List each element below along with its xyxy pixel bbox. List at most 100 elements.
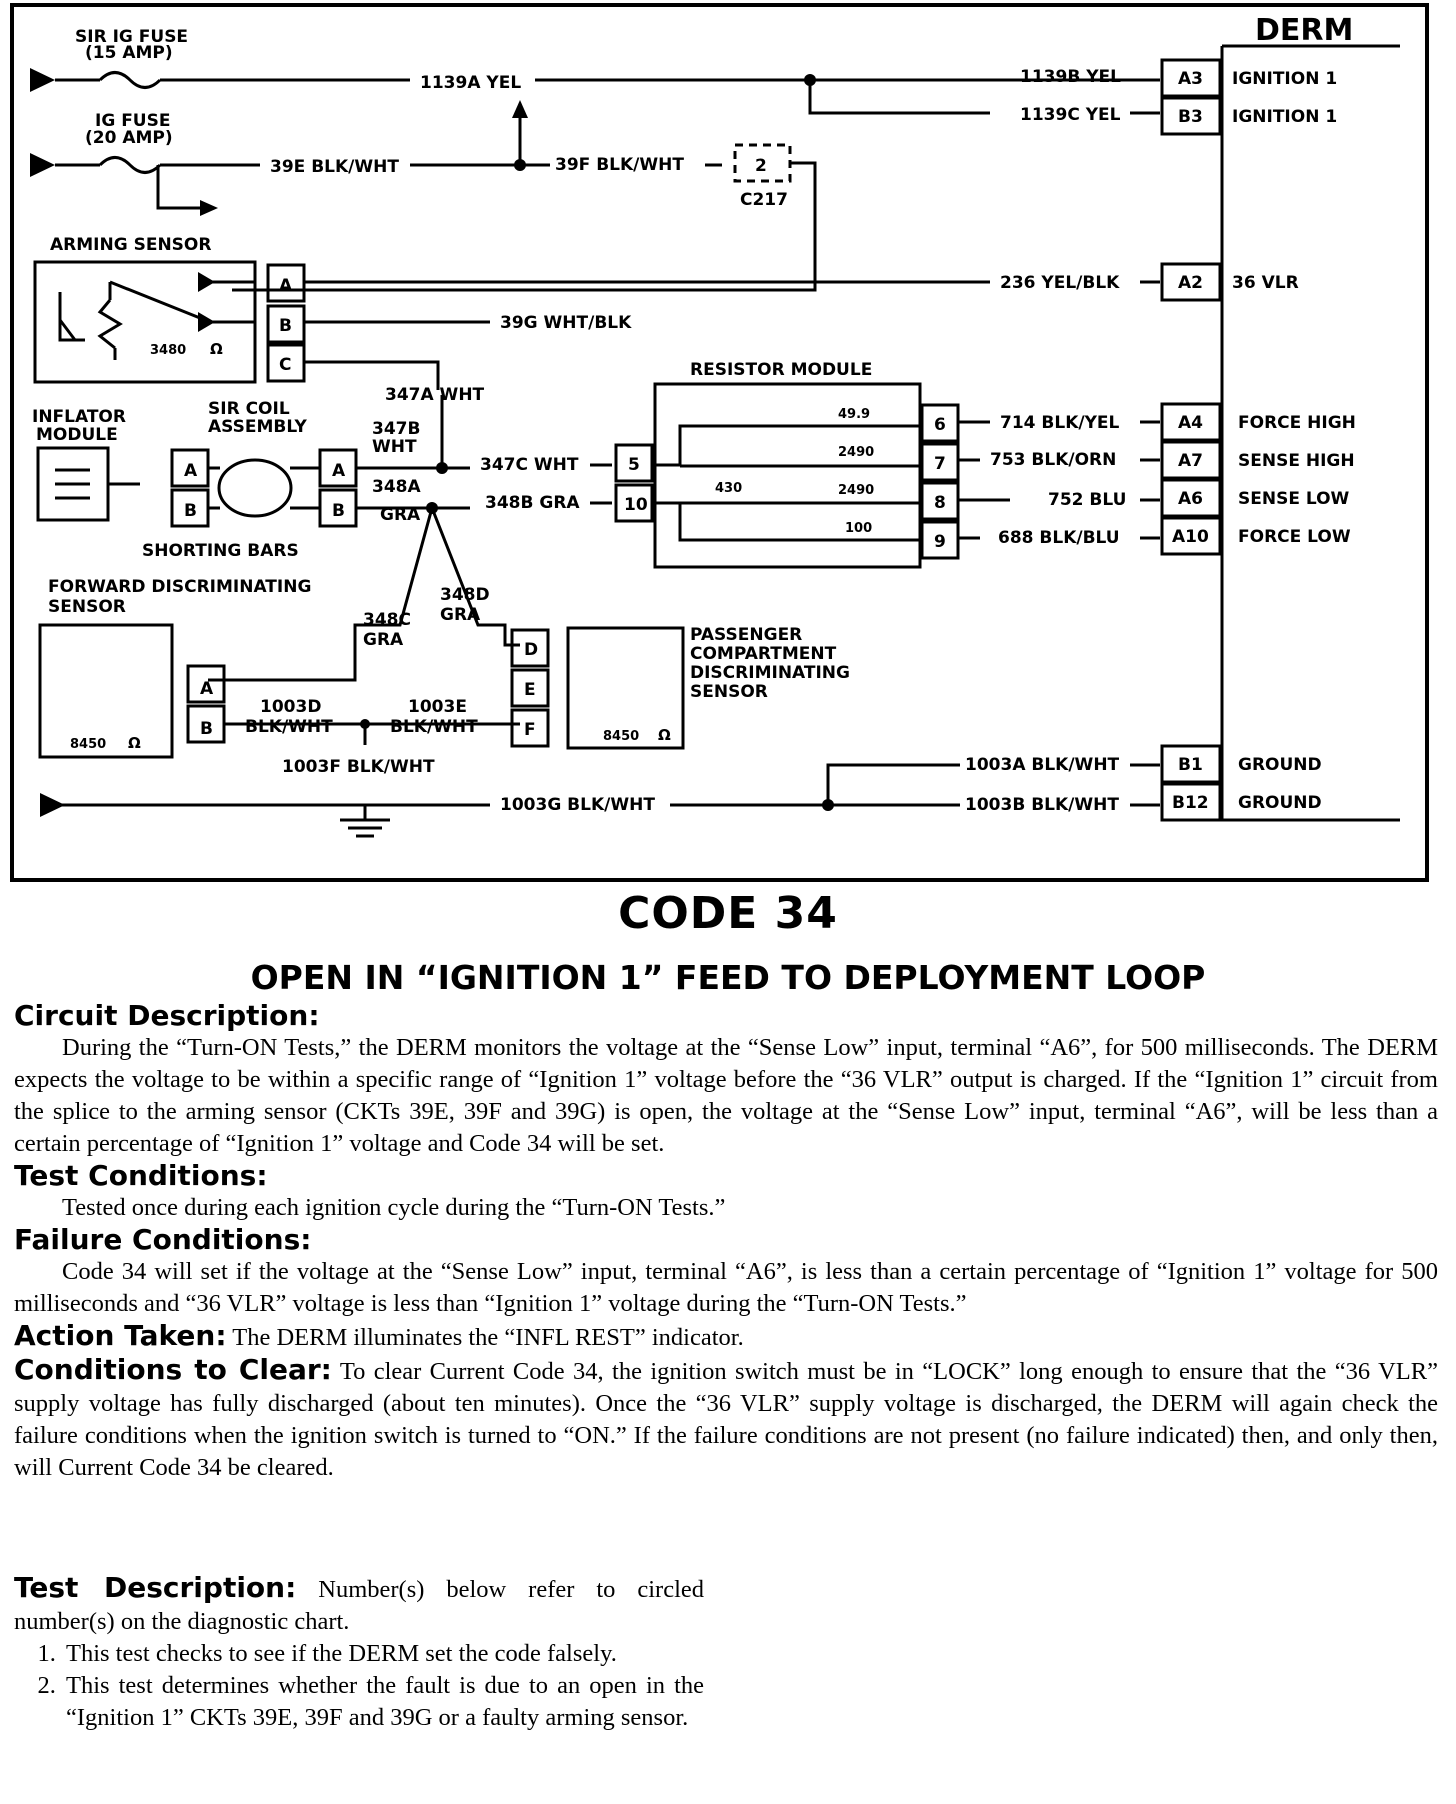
svg-text:SENSE LOW: SENSE LOW bbox=[1238, 489, 1350, 509]
svg-text:B: B bbox=[200, 719, 213, 739]
svg-text:A6: A6 bbox=[1178, 489, 1203, 509]
svg-text:FORWARD DISCRIMINATING: FORWARD DISCRIMINATING bbox=[48, 577, 311, 597]
power-arrow-1 bbox=[30, 68, 55, 92]
test-description-heading: Test Description: bbox=[14, 1571, 297, 1604]
circuit-description-text: During the “Turn-ON Tests,” the DERM mon… bbox=[14, 1034, 1438, 1157]
svg-text:SIR IG FUSE: SIR IG FUSE bbox=[75, 27, 188, 47]
svg-text:A4: A4 bbox=[1178, 413, 1203, 433]
svg-text:Ω: Ω bbox=[658, 726, 671, 744]
action-taken: Action Taken: The DERM illuminates the “… bbox=[14, 1320, 1438, 1354]
svg-text:BLK/WHT: BLK/WHT bbox=[245, 717, 333, 737]
passenger-sensor-box bbox=[566, 626, 685, 750]
svg-text:GROUND: GROUND bbox=[1238, 793, 1322, 813]
code-subtitle: OPEN IN “IGNITION 1” FEED TO DEPLOYMENT … bbox=[250, 958, 1206, 997]
svg-text:GRA: GRA bbox=[440, 605, 481, 625]
svg-text:5: 5 bbox=[628, 455, 640, 475]
svg-text:A3: A3 bbox=[1178, 69, 1203, 89]
svg-text:A: A bbox=[279, 276, 293, 296]
failure-conditions-text: Code 34 will set if the voltage at the “… bbox=[14, 1258, 1438, 1317]
svg-text:COMPARTMENT: COMPARTMENT bbox=[690, 644, 837, 664]
resistor-module-box bbox=[653, 382, 922, 569]
conditions-to-clear-heading: Conditions to Clear: bbox=[14, 1353, 332, 1386]
svg-text:SHORTING BARS: SHORTING BARS bbox=[142, 541, 299, 561]
svg-text:1003A BLK/WHT: 1003A BLK/WHT bbox=[965, 755, 1120, 775]
svg-text:1139C YEL: 1139C YEL bbox=[1020, 105, 1121, 125]
svg-text:347B: 347B bbox=[372, 419, 420, 439]
svg-text:A: A bbox=[184, 461, 198, 481]
svg-text:8450: 8450 bbox=[70, 737, 106, 752]
diagram-frame bbox=[10, 3, 1429, 882]
svg-text:49.9: 49.9 bbox=[838, 407, 870, 422]
svg-text:753 BLK/ORN: 753 BLK/ORN bbox=[990, 450, 1116, 470]
svg-text:Ω: Ω bbox=[210, 340, 223, 358]
test-conditions-heading: Test Conditions: bbox=[14, 1159, 268, 1192]
svg-text:PASSENGER: PASSENGER bbox=[690, 625, 802, 645]
failure-conditions-heading: Failure Conditions: bbox=[14, 1223, 312, 1256]
svg-text:A7: A7 bbox=[1178, 451, 1203, 471]
test-conditions-text: Tested once during each ignition cycle d… bbox=[62, 1194, 726, 1221]
svg-text:FORCE HIGH: FORCE HIGH bbox=[1238, 413, 1356, 433]
svg-text:3480: 3480 bbox=[150, 343, 186, 358]
svg-text:A: A bbox=[332, 461, 346, 481]
svg-text:SENSE HIGH: SENSE HIGH bbox=[1238, 451, 1355, 471]
svg-text:WHT: WHT bbox=[372, 437, 417, 457]
svg-text:FORCE LOW: FORCE LOW bbox=[1238, 527, 1351, 547]
svg-text:348A: 348A bbox=[372, 477, 421, 497]
svg-text:ARMING SENSOR: ARMING SENSOR bbox=[50, 235, 211, 255]
svg-text:DISCRIMINATING: DISCRIMINATING bbox=[690, 663, 850, 683]
svg-text:INFLATOR: INFLATOR bbox=[32, 407, 126, 427]
svg-text:10: 10 bbox=[624, 495, 648, 515]
svg-text:BLK/WHT: BLK/WHT bbox=[390, 717, 478, 737]
svg-text:6: 6 bbox=[934, 415, 946, 435]
svg-text:SIR COIL: SIR COIL bbox=[208, 399, 290, 419]
svg-text:GRA: GRA bbox=[380, 505, 421, 525]
svg-text:SENSOR: SENSOR bbox=[48, 597, 126, 617]
circuit-description-heading: Circuit Description: bbox=[14, 999, 320, 1032]
svg-text:B: B bbox=[279, 316, 292, 336]
svg-text:A2: A2 bbox=[1178, 273, 1203, 293]
action-taken-text: The DERM illuminates the “INFL REST” ind… bbox=[232, 1324, 744, 1351]
svg-text:E: E bbox=[524, 680, 536, 700]
svg-text:(20 AMP): (20 AMP) bbox=[85, 128, 173, 148]
conditions-to-clear: Conditions to Clear: To clear Current Co… bbox=[14, 1354, 1438, 1484]
svg-text:ASSEMBLY: ASSEMBLY bbox=[208, 417, 308, 437]
svg-text:347C WHT: 347C WHT bbox=[480, 455, 579, 475]
svg-text:F: F bbox=[524, 720, 536, 740]
derm-box bbox=[1220, 44, 1400, 822]
svg-text:2: 2 bbox=[755, 156, 767, 176]
svg-text:39E BLK/WHT: 39E BLK/WHT bbox=[270, 157, 399, 177]
svg-text:7: 7 bbox=[934, 454, 946, 474]
svg-text:347A WHT: 347A WHT bbox=[385, 385, 485, 405]
svg-text:348C: 348C bbox=[363, 610, 411, 630]
svg-text:(15 AMP): (15 AMP) bbox=[85, 43, 173, 63]
svg-text:1003E: 1003E bbox=[408, 697, 467, 717]
svg-text:9: 9 bbox=[934, 532, 946, 552]
forward-sensor-box bbox=[38, 623, 174, 759]
svg-text:1003F BLK/WHT: 1003F BLK/WHT bbox=[282, 757, 435, 777]
test-description-item: This test determines whether the fault i… bbox=[62, 1670, 704, 1734]
svg-text:2490: 2490 bbox=[838, 445, 874, 460]
svg-text:SENSOR: SENSOR bbox=[690, 682, 768, 702]
svg-text:348D: 348D bbox=[440, 585, 490, 605]
connector-c217 bbox=[733, 143, 792, 183]
wiring-diagram: DERM SIR IG FUSE (15 AMP) IG FUSE (20 AM… bbox=[10, 3, 1429, 882]
svg-text:1139A YEL: 1139A YEL bbox=[420, 73, 521, 93]
svg-text:B: B bbox=[332, 501, 345, 521]
svg-text:IG FUSE: IG FUSE bbox=[95, 111, 170, 131]
svg-text:C217: C217 bbox=[740, 190, 788, 210]
svg-text:C: C bbox=[279, 355, 291, 375]
conditions-to-clear-text: To clear Current Code 34, the ignition s… bbox=[14, 1358, 1438, 1481]
svg-text:39F BLK/WHT: 39F BLK/WHT bbox=[555, 155, 684, 175]
svg-text:8: 8 bbox=[934, 493, 946, 513]
svg-text:B3: B3 bbox=[1178, 107, 1203, 127]
svg-text:A: A bbox=[200, 679, 214, 699]
svg-text:MODULE: MODULE bbox=[36, 425, 118, 445]
derm-title: DERM bbox=[1255, 13, 1353, 48]
svg-text:36 VLR: 36 VLR bbox=[1232, 273, 1299, 293]
circuit-description: Circuit Description: During the “Turn-ON… bbox=[14, 1000, 1438, 1484]
test-description-intro: Number(s) below refer to circled number(… bbox=[14, 1576, 704, 1635]
svg-text:GRA: GRA bbox=[363, 630, 404, 650]
power-arrow-2 bbox=[30, 153, 55, 177]
action-taken-heading: Action Taken: bbox=[14, 1319, 227, 1352]
svg-text:D: D bbox=[524, 640, 538, 660]
